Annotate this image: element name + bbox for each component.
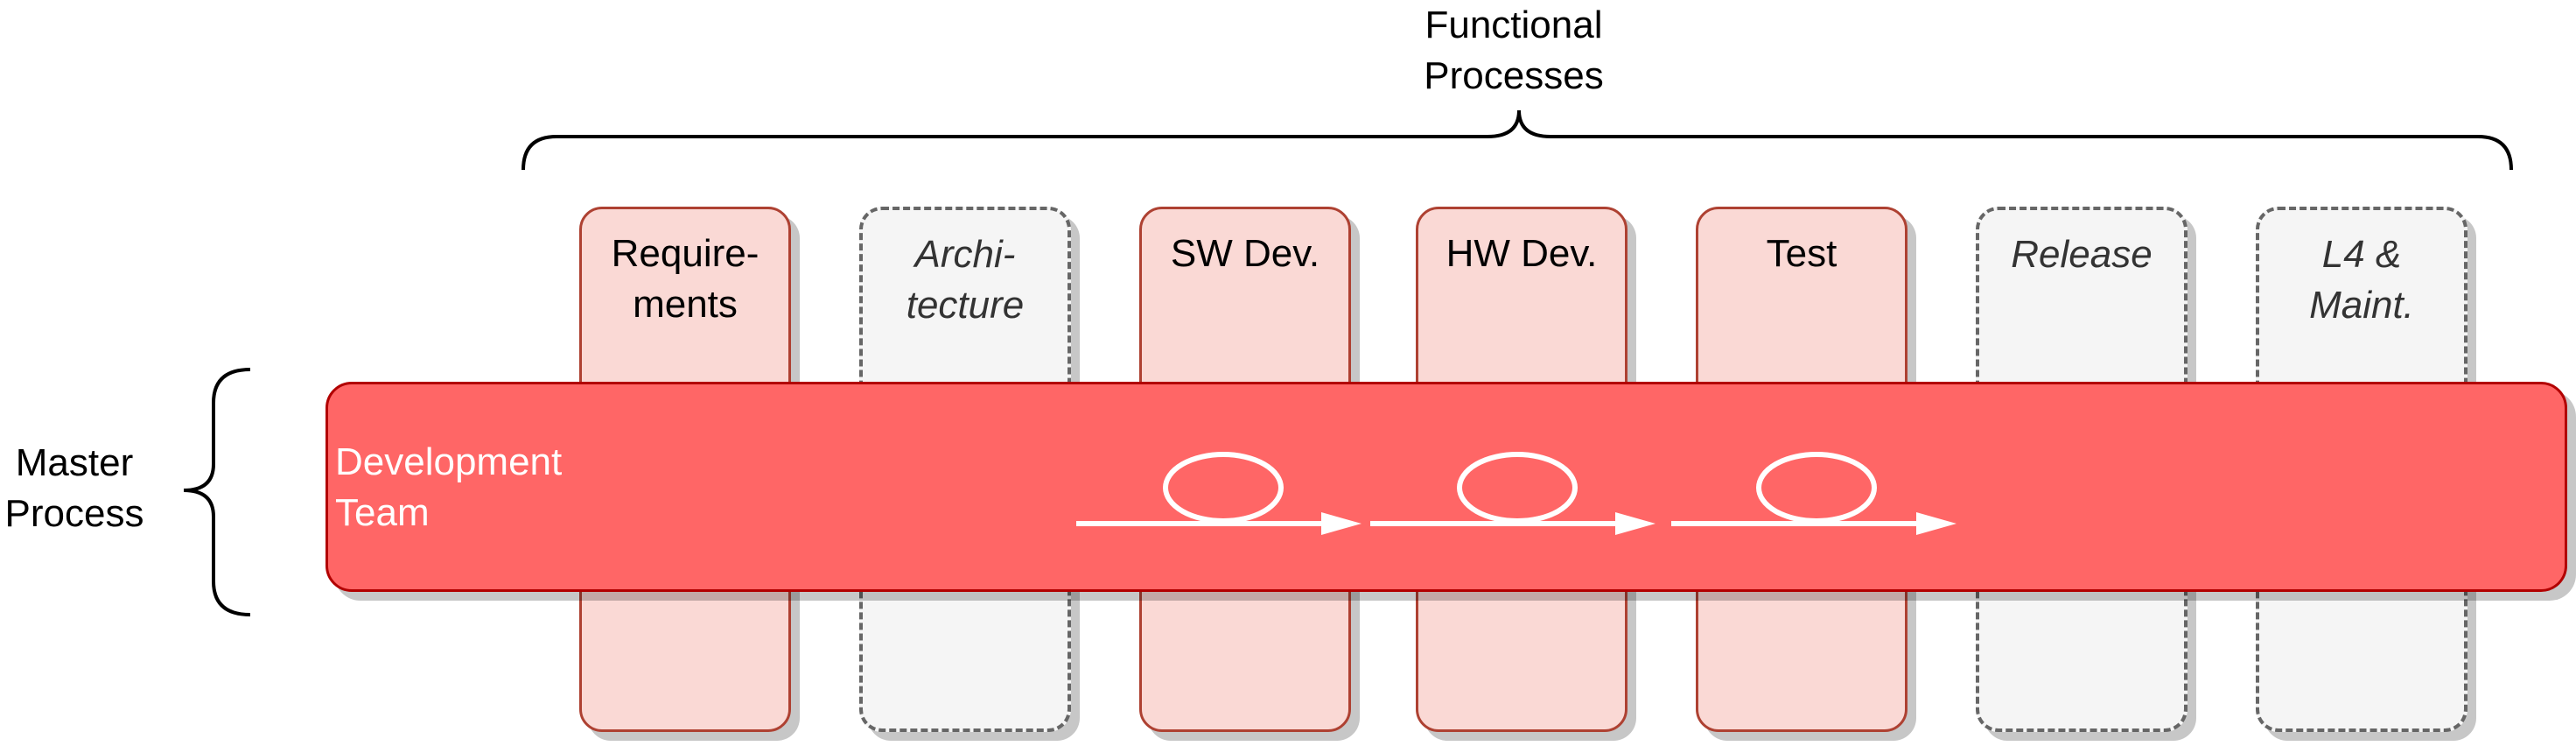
development-team-label: Development Team <box>335 440 563 534</box>
top-curly-brace <box>522 109 2513 171</box>
iteration-loop-2 <box>1370 452 1656 535</box>
column-label: HW Dev. <box>1446 232 1598 275</box>
column-label: Release <box>2011 233 2152 276</box>
column-label: Test <box>1766 232 1838 275</box>
development-team-bar[interactable]: Development Team <box>326 382 2567 592</box>
left-curly-brace <box>183 368 251 616</box>
functional-processes-label: Functional Processes <box>1424 4 1604 97</box>
column-label: Archi- tecture <box>906 233 1025 327</box>
column-label: SW Dev. <box>1170 232 1320 275</box>
iteration-loop-1 <box>1076 452 1362 535</box>
column-label: Require- ments <box>611 232 760 326</box>
master-process-label: Master Process <box>4 441 144 535</box>
iteration-loop-3 <box>1671 452 1956 535</box>
column-label: L4 & Maint. <box>2309 233 2414 327</box>
